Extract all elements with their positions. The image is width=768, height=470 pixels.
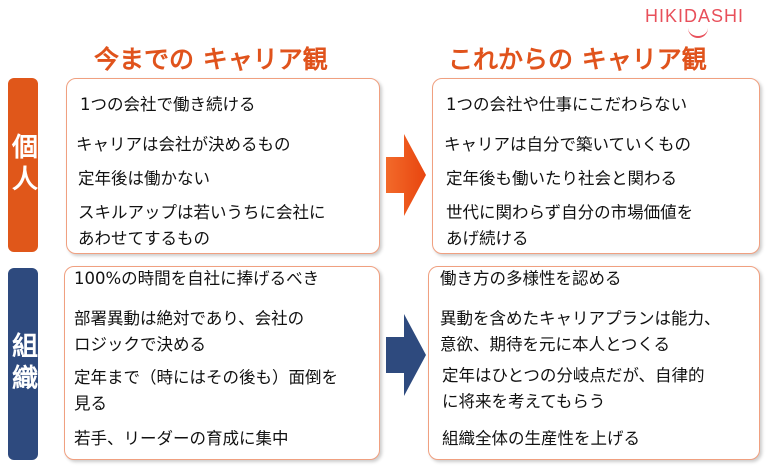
after-item: 1つの会社や仕事にこだわらない — [446, 95, 688, 114]
after-item: キャリアは自分で築いていくもの — [444, 135, 692, 154]
after-item: に将来を考えてもらう — [442, 392, 606, 411]
after-item: 定年はひとつの分岐点だが、自律的 — [442, 366, 705, 385]
before-item: 見る — [74, 394, 107, 413]
before-individual-box — [66, 78, 380, 254]
after-item: 組織全体の生産性を上げる — [442, 429, 640, 448]
label-individual: 個人 — [8, 78, 38, 252]
after-item: 定年後も働いたり社会と関わる — [446, 169, 677, 188]
before-item: 定年後は働かない — [78, 169, 210, 188]
after-item: 働き方の多様性を認める — [440, 269, 622, 288]
before-item: 部署異動は絶対であり、会社の — [74, 309, 305, 328]
before-item: 定年まで（時にはその後も）面倒を — [74, 368, 338, 387]
logo-smile-icon — [688, 26, 708, 38]
arrow-right-navy-icon — [386, 314, 426, 396]
before-organization-box — [64, 266, 380, 460]
after-item: 意欲、期待を元に本人とつくる — [440, 335, 671, 354]
after-individual-box — [432, 78, 760, 254]
before-item: あわせてするもの — [78, 229, 210, 248]
after-item: あげ続ける — [446, 229, 529, 248]
after-item: 世代に関わらず自分の市場価値を — [446, 203, 694, 222]
before-item: ロジックで決める — [74, 335, 206, 354]
heading-before: 今までの キャリア観 — [94, 45, 328, 74]
before-item: 若手、リーダーの育成に集中 — [74, 429, 289, 448]
before-item: キャリアは会社が決めるもの — [76, 135, 291, 154]
arrow-right-orange-icon — [386, 134, 426, 216]
before-item: 100%の時間を自社に捧げるべき — [74, 269, 320, 288]
before-item: 1つの会社で働き続ける — [80, 95, 256, 114]
before-item: スキルアップは若いうちに会社に — [78, 203, 326, 222]
after-item: 異動を含めたキャリアプランは能力、 — [440, 309, 721, 328]
after-organization-box — [428, 266, 760, 460]
heading-after: これからの キャリア観 — [448, 45, 707, 74]
label-organization: 組織 — [8, 268, 38, 460]
logo: HIKIDASHI — [645, 6, 745, 26]
